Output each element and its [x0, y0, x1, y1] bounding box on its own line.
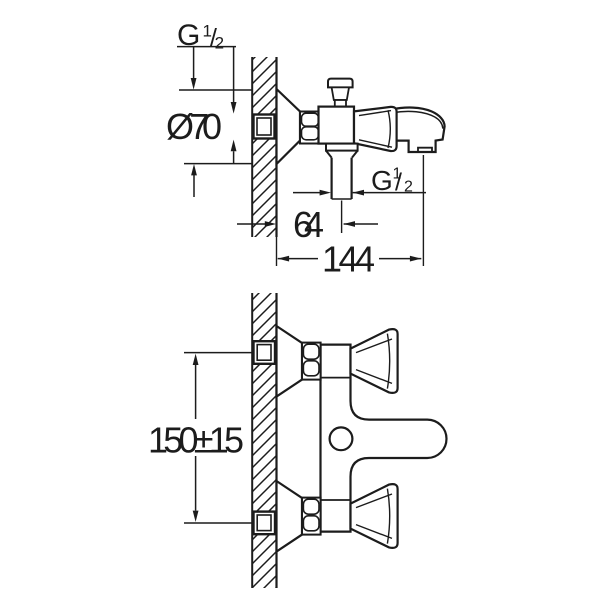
dim-label-numerator: 1 — [393, 166, 402, 183]
dim-escutcheon-diameter: Ø 70 — [166, 46, 253, 197]
dim-label: G — [177, 19, 200, 52]
hex-nut-bottom — [301, 496, 322, 536]
handle-top — [349, 328, 399, 394]
dim-outlet-thread: G 1 / 2 — [293, 165, 426, 197]
wall-hatch — [252, 57, 277, 237]
arrowhead-up — [191, 164, 197, 176]
escutcheon-bottom — [275, 478, 304, 554]
arrowhead-left — [343, 221, 355, 227]
arrowhead-right — [319, 189, 331, 196]
dim-label-denominator: 2 — [215, 34, 224, 53]
hex-nut-facet — [302, 343, 320, 361]
arrowhead-up — [230, 139, 237, 152]
knob-cap — [327, 77, 354, 89]
hex-nut — [299, 110, 321, 145]
outlet-collar — [325, 142, 359, 152]
handle-cone — [352, 105, 398, 153]
side-view: G 1 / 2 Ø 70 G 1 / 2 — [166, 19, 446, 280]
dim-label: 150±15 — [148, 420, 244, 461]
s-union — [252, 113, 276, 140]
hex-nut-facet — [302, 359, 320, 377]
dim-reach: 144 — [277, 155, 425, 280]
escutcheon — [275, 86, 302, 167]
handle — [352, 105, 398, 153]
dim-outlet-distance: 64 — [237, 204, 378, 245]
dim-label-numerator: 1 — [203, 22, 212, 41]
knob-neck — [330, 86, 351, 101]
handle-shading — [358, 109, 393, 149]
valve-body — [317, 105, 356, 145]
wall-section — [251, 293, 278, 588]
arrowhead-down — [190, 78, 197, 90]
arrowhead-left — [352, 189, 364, 196]
mixer-body — [319, 343, 448, 533]
union-square-inner — [256, 343, 272, 362]
dim-extension-lines — [184, 351, 253, 524]
hex-nut-top — [301, 341, 322, 381]
outlet-taper — [325, 149, 359, 159]
spout-outline — [389, 106, 446, 154]
diverter-knob — [327, 77, 354, 108]
wall-hatch — [252, 293, 277, 588]
dim-label-slash: / — [210, 24, 217, 52]
front-view: 150±15 — [148, 293, 448, 588]
dim-spacing: 150±15 — [148, 351, 253, 524]
body-port-circle — [328, 426, 354, 452]
hex-nut-facet — [300, 126, 320, 141]
dim-extension-lines — [179, 89, 253, 165]
handle-shading — [355, 333, 393, 389]
dim-label-denominator: 2 — [404, 179, 413, 196]
wall-section — [251, 57, 278, 266]
aerator — [417, 146, 433, 152]
spout-contour-line — [392, 110, 444, 129]
hex-nut-facet — [302, 514, 320, 532]
spout — [389, 106, 446, 154]
arrowhead-right — [264, 221, 277, 227]
body-neck-lines — [320, 376, 351, 501]
outlet-pipe — [330, 157, 353, 199]
dim-wall-thread: G 1 / 2 — [177, 19, 237, 164]
hex-nut-facet — [300, 112, 320, 127]
hex-nut-facet — [302, 498, 320, 516]
dim-label: G — [371, 165, 393, 196]
arrowhead-up — [192, 353, 199, 365]
handle-shading — [355, 488, 393, 544]
union-square-inner — [256, 514, 272, 532]
escutcheon-top — [275, 323, 304, 399]
shower-outlet — [325, 142, 359, 233]
dim-label: Ø 70 — [166, 106, 222, 147]
dim-label-slash: / — [395, 169, 402, 197]
arrowhead-down — [230, 102, 237, 114]
s-union-bottom — [252, 510, 277, 536]
arrowhead-left — [277, 255, 290, 262]
arrowhead-down — [192, 510, 199, 522]
dim-label: 144 — [322, 239, 375, 280]
handle-cone — [349, 483, 399, 549]
handle-cone — [349, 328, 399, 394]
union-square-inner — [256, 117, 272, 136]
handle-bottom — [349, 483, 399, 549]
dim-label: 64 — [293, 204, 324, 245]
arrowhead-right — [409, 255, 422, 262]
s-union-top — [252, 340, 277, 366]
